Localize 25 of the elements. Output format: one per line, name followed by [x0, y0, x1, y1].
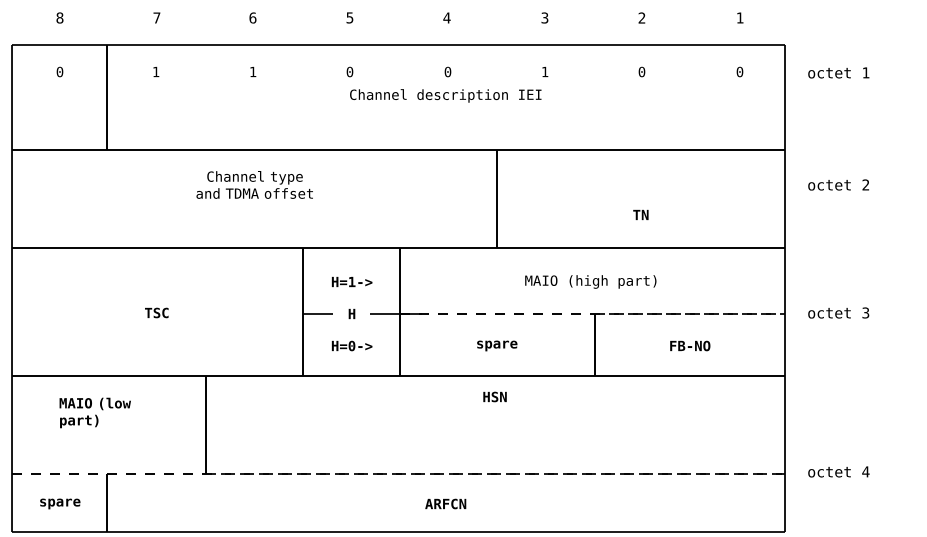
- bit-number: 6: [249, 12, 257, 24]
- bit-number: 1: [737, 12, 744, 24]
- table-cell: MAIO (high part): [399, 247, 786, 315]
- table-cell: spare: [11, 473, 108, 533]
- octet-label: octet 4: [808, 466, 870, 478]
- table-cell: H=1-> H H=0->: [302, 247, 422, 377]
- bit-number: 3: [542, 12, 548, 24]
- table-cell: spare: [399, 313, 596, 377]
- table-cell: TSC: [11, 247, 304, 377]
- octet-label: octet 2: [808, 179, 870, 191]
- table-cell: Channel type and TDMA offset: [11, 149, 498, 249]
- bit-number: 4: [443, 12, 451, 24]
- table-cell: 0: [11, 44, 108, 151]
- octet-label: octet 3: [808, 307, 870, 319]
- bit-number: 5: [346, 12, 354, 24]
- table-cell: HSN: [205, 375, 786, 475]
- bit-number: 8: [56, 12, 64, 24]
- table-cell: MAIO (low part): [11, 375, 207, 475]
- bit-number: 7: [154, 12, 160, 24]
- octet-label: octet 1: [808, 67, 870, 79]
- table-cell: ARFCN: [106, 473, 786, 533]
- table-cell: 1 1 0 0 1 0 0 Channel description IEI: [106, 44, 786, 151]
- table-cell: TN: [496, 149, 786, 249]
- bit-number: 2: [638, 12, 646, 24]
- table-cell: FB-NO: [594, 313, 786, 377]
